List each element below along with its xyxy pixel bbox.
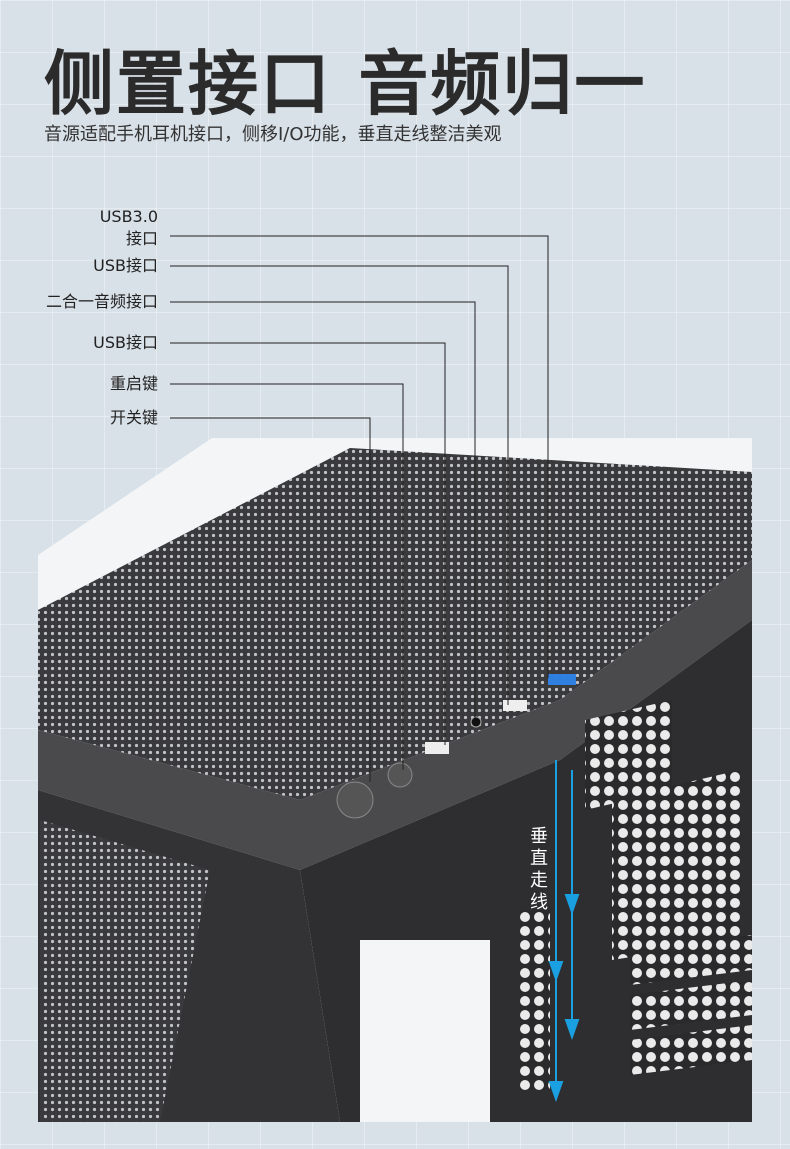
callout-lines bbox=[170, 235, 549, 782]
callout-usb-2: USB接口 bbox=[93, 333, 158, 352]
power-button bbox=[336, 781, 374, 819]
callout-label: 接口 bbox=[125, 229, 158, 248]
usb-port bbox=[425, 742, 449, 754]
callout-restart: 重启键 bbox=[109, 374, 158, 393]
callout-usb-1: USB接口 bbox=[93, 256, 158, 275]
vertical-cable-label: 垂直走线 bbox=[530, 826, 548, 913]
callout-usb3: USB3.0 接口 bbox=[100, 206, 158, 250]
page-title: 侧置接口 音频归一 bbox=[44, 43, 647, 125]
usb-port bbox=[503, 700, 527, 711]
page-subtitle: 音源适配手机耳机接口，侧移I/O功能，垂直走线整洁美观 bbox=[44, 124, 502, 145]
callout-label: USB3.0 bbox=[99, 207, 158, 226]
callout-audio: 二合一音频接口 bbox=[45, 292, 158, 311]
audio-port bbox=[470, 716, 482, 728]
restart-button bbox=[387, 762, 413, 788]
callout-power: 开关键 bbox=[109, 408, 158, 427]
usb3-port bbox=[548, 674, 576, 685]
cable-routing-arrows bbox=[548, 760, 580, 1103]
top-mesh-panel bbox=[38, 448, 752, 800]
